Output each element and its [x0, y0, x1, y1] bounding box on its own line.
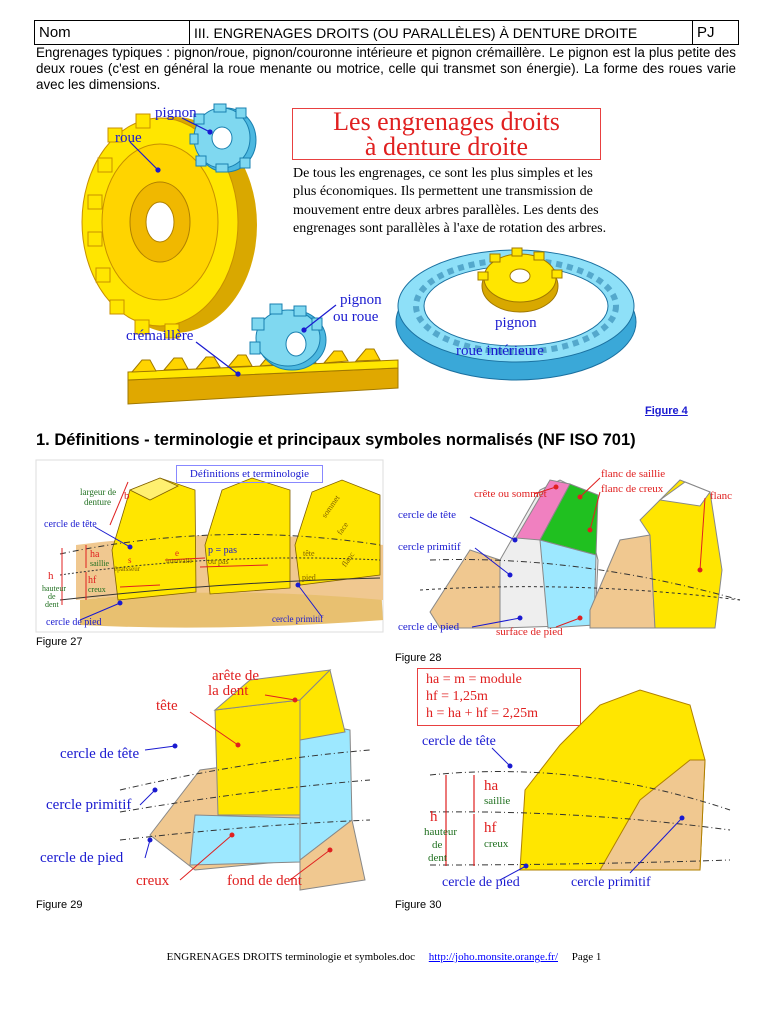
- label-e: e: [175, 548, 179, 558]
- label-cercle-primitif-30: cercle primitif: [571, 875, 651, 890]
- figure4-title-2: à denture droite: [364, 132, 529, 161]
- header-nom: Nom: [35, 21, 190, 44]
- label-hf-30: hf: [484, 820, 497, 836]
- label-cercle-tete-29: cercle de tête: [60, 746, 140, 762]
- label-hauteur-30-3: dent: [428, 852, 447, 864]
- figure4-caption[interactable]: Figure 4: [645, 405, 688, 417]
- header-title: III. ENGRENAGES DROITS (OU PARALLÈLES) À…: [190, 21, 693, 44]
- pignon-gear-icon: [189, 103, 257, 173]
- label-cercle-primitif-29: cercle primitif: [46, 797, 132, 813]
- label-ou-pas: ou pas: [208, 557, 229, 566]
- page-footer: ENGRENAGES DROITS terminologie et symbol…: [0, 951, 768, 963]
- label-intervalle: intervalle: [166, 557, 193, 565]
- label-hauteur-27-3: dent: [45, 600, 59, 609]
- header-table: Nom III. ENGRENAGES DROITS (OU PARALLÈLE…: [34, 20, 739, 45]
- label-pied-27: pied: [302, 573, 316, 582]
- label-creux-30: creux: [484, 838, 509, 850]
- formula-1: ha = m = module: [426, 672, 522, 687]
- label-cercle-primitif-27: cercle primitif: [272, 614, 324, 624]
- label-saillie-30: saillie: [484, 795, 511, 807]
- label-cercle-tete-28: cercle de tête: [398, 509, 457, 521]
- label-tete-29: tête: [156, 698, 178, 714]
- label-flanc-creux: flanc de creux: [601, 483, 664, 495]
- label-ha-30: ha: [484, 778, 499, 794]
- figure4-description: De tous les engrenages, ce sont les plus…: [293, 166, 607, 236]
- label-cercle-pied-27: cercle de pied: [46, 617, 102, 628]
- label-cremaillere: crémaillère: [126, 328, 194, 344]
- figure4-illustration: [81, 103, 637, 405]
- pignon-interieur-gear-icon: [477, 247, 563, 313]
- figure4-title-1: Les engrenages droits: [333, 107, 560, 136]
- label-ou-roue: ou roue: [333, 309, 379, 325]
- footer-link[interactable]: http://joho.monsite.orange.fr/: [428, 951, 558, 963]
- footer-page: Page 1: [571, 951, 602, 963]
- label-cercle-pied-30: cercle de pied: [442, 875, 520, 890]
- label-arete-1: arête de: [212, 668, 260, 684]
- formula-2: hf = 1,25m: [426, 689, 488, 704]
- label-fond-dent: fond de dent: [227, 873, 302, 889]
- footer-doc: ENGRENAGES DROITS terminologie et symbol…: [166, 951, 416, 963]
- label-arete-2: la dent: [208, 683, 249, 699]
- formula-3: h = ha + hf = 2,25m: [426, 706, 538, 721]
- label-crete: crête ou sommet: [474, 488, 547, 500]
- label-cercle-pied-29: cercle de pied: [40, 850, 124, 866]
- label-b: b: [124, 490, 130, 502]
- label-ha-27: ha: [90, 549, 100, 560]
- label-cercle-pied-28: cercle de pied: [398, 621, 460, 633]
- label-surface-pied: surface de pied: [496, 626, 563, 638]
- figure27-caption: Figure 27: [36, 636, 83, 648]
- label-tete-27: tête: [303, 549, 315, 558]
- label-creux-27: creux: [88, 585, 106, 594]
- label-pignon-int: pignon: [495, 315, 537, 331]
- roue-interieure-ring-icon: [395, 249, 637, 381]
- label-epaisseur: épaisseur: [114, 565, 141, 573]
- figure30-formula-box: ha = m = module hf = 1,25m h = ha + hf =…: [417, 668, 581, 726]
- label-roue: roue: [115, 130, 142, 146]
- label-s: s: [128, 555, 132, 565]
- figure28-caption: Figure 28: [395, 652, 442, 664]
- label-flanc-28: flanc: [710, 490, 732, 502]
- label-largeur-1: largeur de: [80, 487, 117, 497]
- label-hauteur-27-1: hauteur: [42, 584, 66, 593]
- label-creux-29: creux: [136, 873, 170, 889]
- label-cercle-primitif-28: cercle primitif: [398, 541, 461, 553]
- label-h-27: h: [48, 570, 54, 582]
- header-pj: PJ: [697, 24, 715, 41]
- intro-paragraph: Engrenages typiques : pignon/roue, pigno…: [36, 45, 736, 92]
- label-roue-interieure: roue intérieure: [456, 343, 544, 359]
- label-pignon: pignon: [155, 105, 197, 121]
- figure4-title-box: Les engrenages droits à denture droite: [292, 108, 601, 160]
- label-saillie-27: saillie: [90, 559, 110, 568]
- section1-heading: 1. Définitions - terminologie et princip…: [36, 431, 636, 449]
- label-cercle-tete-27: cercle de tête: [44, 519, 97, 530]
- figure30-caption: Figure 30: [395, 899, 442, 911]
- label-hauteur-27-2: de: [48, 592, 56, 601]
- figure29-caption: Figure 29: [36, 899, 83, 911]
- label-hauteur-30-1: hauteur: [424, 826, 457, 838]
- pignon-ou-roue-gear-icon: [249, 303, 327, 371]
- label-p-pas: p = pas: [208, 545, 237, 556]
- label-h-30: h: [430, 809, 438, 825]
- label-largeur-2: denture: [84, 497, 111, 507]
- label-hf-27: hf: [88, 575, 97, 586]
- label-cercle-tete-30: cercle de tête: [422, 734, 496, 749]
- label-flanc-saillie: flanc de saillie: [601, 468, 666, 480]
- label-pignon-rack: pignon: [340, 292, 382, 308]
- label-hauteur-30-2: de: [432, 839, 443, 851]
- figure27-box-title: Définitions et terminologie: [176, 465, 323, 483]
